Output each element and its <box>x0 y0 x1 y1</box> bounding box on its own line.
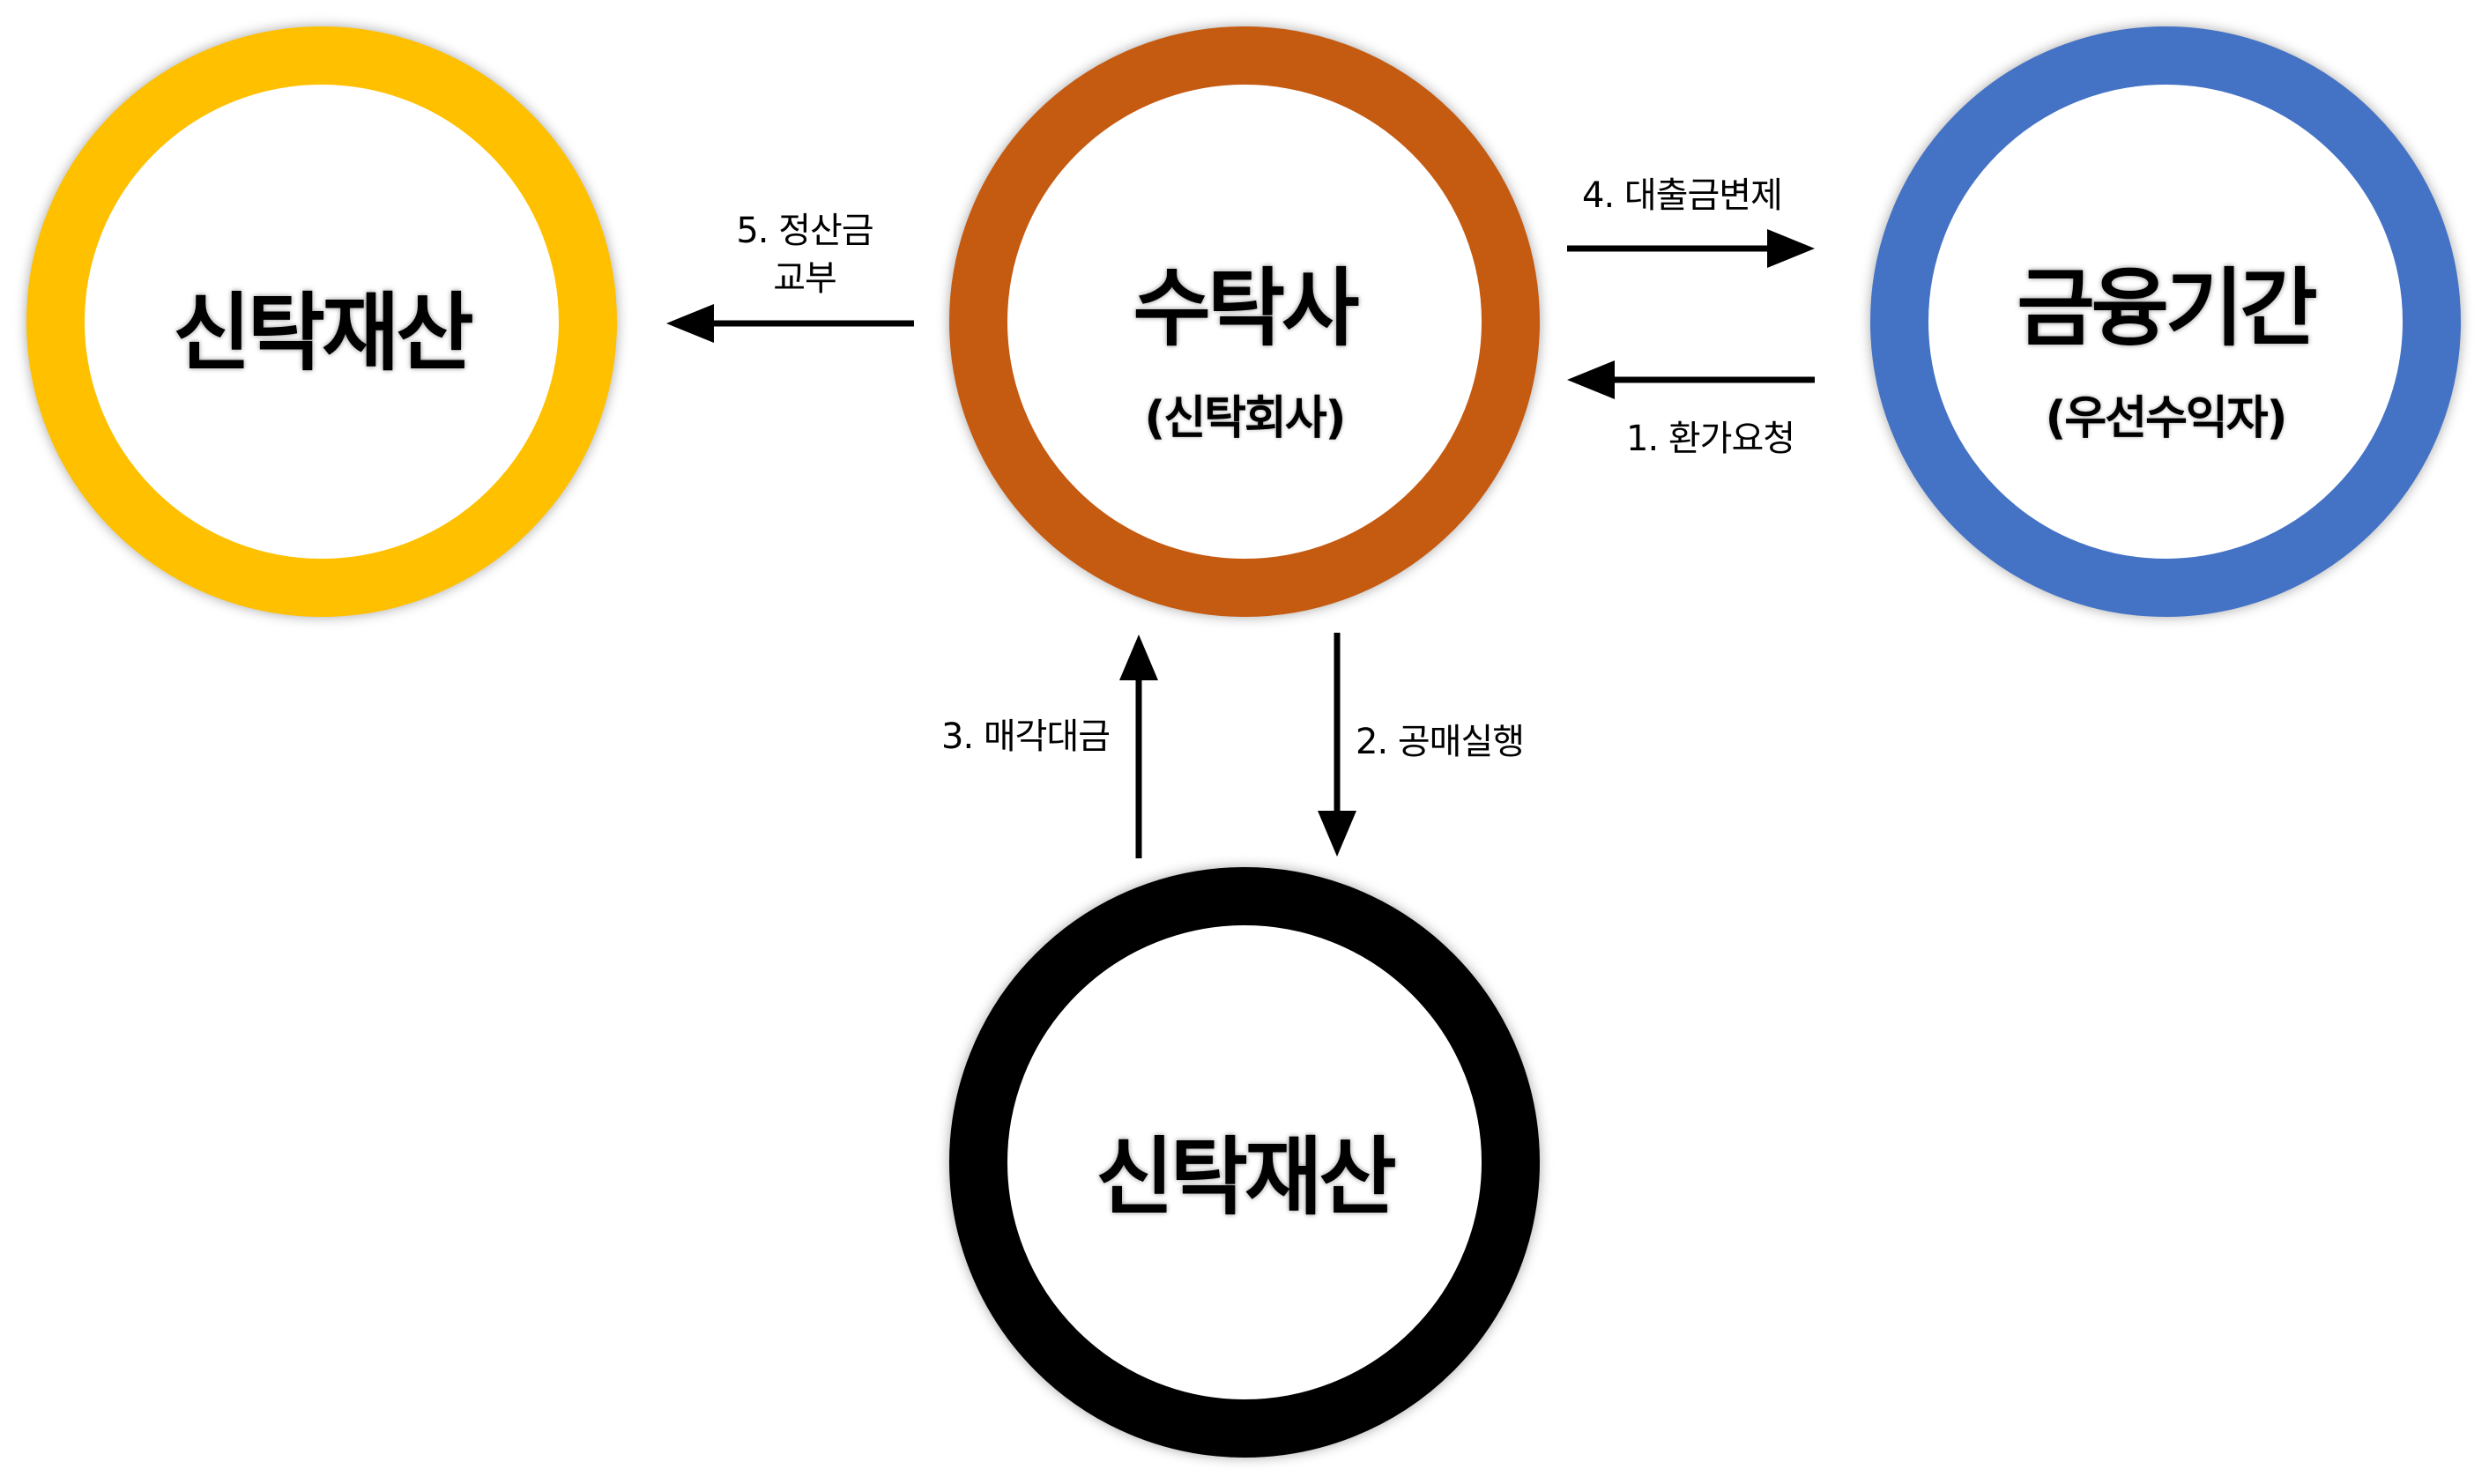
step5-label-line2: 교부 <box>773 258 837 299</box>
step2-label: 2. 공매실행 <box>1356 722 1525 762</box>
step5-label-line1: 5. 정산금 <box>736 211 873 251</box>
center-node-title: 수탁사 <box>1126 252 1367 365</box>
arrow-step4-head <box>1767 229 1815 268</box>
step1-label: 1. 환가요청 <box>1626 419 1795 459</box>
left-node-title: 신탁재산 <box>166 277 480 390</box>
right-node-subtitle: (우선수익자) <box>2042 389 2292 449</box>
arrow-step5-head <box>666 304 714 343</box>
arrow-step1-head <box>1567 360 1615 399</box>
bottom-node-title: 신탁재산 <box>1088 1121 1403 1234</box>
step3-label: 3. 매각대금 <box>941 716 1111 757</box>
center-node-subtitle: (신탁회사) <box>1141 389 1350 449</box>
arrow-step2-head <box>1318 811 1356 857</box>
right-node-title: 금융기간 <box>2010 252 2324 365</box>
arrow-step3-head <box>1119 634 1158 680</box>
step4-label: 4. 대출금변제 <box>1582 175 1783 216</box>
